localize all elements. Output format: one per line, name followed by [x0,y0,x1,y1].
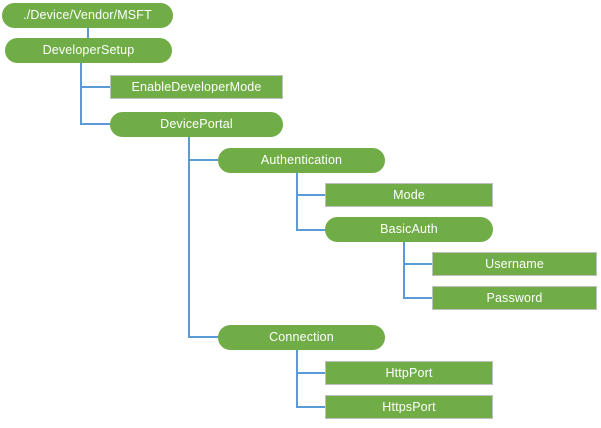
connector-root-to-developer-setup [87,28,89,38]
connector-developer-setup-to-enable-developer-mode [80,86,111,88]
node-authentication[interactable]: Authentication [218,148,385,173]
node-label-authentication: Authentication [260,154,343,167]
node-label-basic-auth: BasicAuth [380,223,438,236]
connector-basic-auth-to-username [403,263,433,265]
connector-developer-setup-to-device-portal [80,123,111,125]
node-label-connection: Connection [269,331,334,344]
node-label-enable-developer-mode: EnableDeveloperMode [131,80,262,94]
connector-basic-auth-trunk [403,242,405,299]
connector-device-portal-trunk [188,137,190,337]
node-label-password: Password [486,291,543,305]
connector-authentication-to-mode [296,194,326,196]
node-password[interactable]: Password [432,286,597,310]
node-connection[interactable]: Connection [218,325,385,350]
node-label-username: Username [485,257,544,271]
node-developer-setup[interactable]: DeveloperSetup [5,38,172,63]
node-username[interactable]: Username [432,252,597,276]
connector-device-portal-to-connection [188,336,219,338]
connector-basic-auth-to-password [403,297,433,299]
node-root[interactable]: ./Device/Vendor/MSFT [2,3,173,28]
node-http-port[interactable]: HttpPort [325,361,493,385]
connector-connection-to-http-port [296,372,326,374]
node-https-port[interactable]: HttpsPort [325,395,493,419]
connector-device-portal-to-authentication [188,159,219,161]
node-label-mode: Mode [393,188,425,202]
node-device-portal[interactable]: DevicePortal [110,112,283,137]
connector-developer-setup-trunk [80,63,82,125]
connector-authentication-to-basic-auth [296,229,326,231]
node-label-http-port: HttpPort [385,366,433,380]
node-label-https-port: HttpsPort [382,400,436,414]
connector-connection-trunk [296,350,298,408]
node-enable-developer-mode[interactable]: EnableDeveloperMode [110,75,283,99]
node-basic-auth[interactable]: BasicAuth [325,217,493,242]
node-label-device-portal: DevicePortal [160,118,233,131]
connector-authentication-trunk [296,173,298,231]
node-label-root: ./Device/Vendor/MSFT [23,9,152,22]
node-mode[interactable]: Mode [325,183,493,207]
node-label-developer-setup: DeveloperSetup [42,44,135,57]
connector-connection-to-https-port [296,406,326,408]
